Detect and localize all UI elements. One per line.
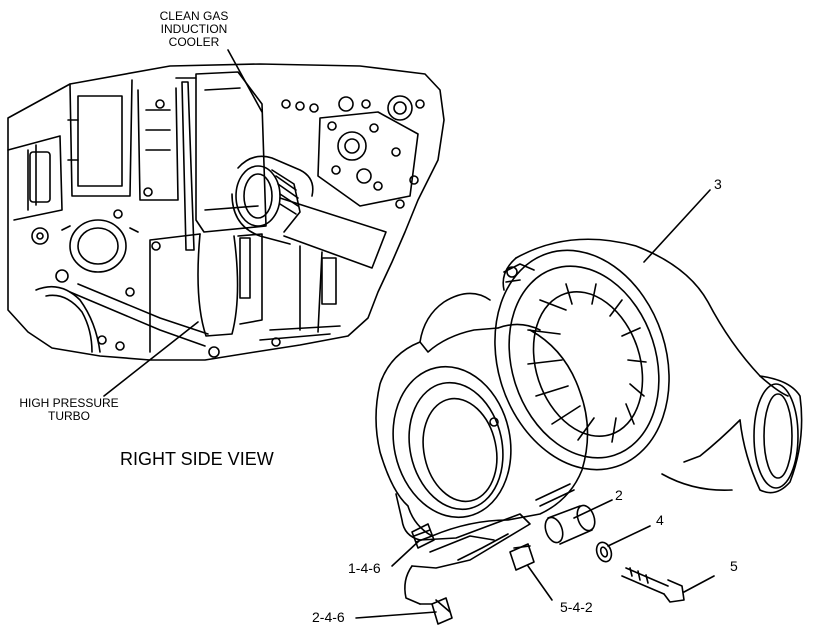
- turbocharger-assembly: [375, 238, 803, 605]
- callout-5: 5: [730, 558, 738, 574]
- part-2-spacer: [544, 504, 596, 545]
- callout-2: 2: [615, 487, 623, 503]
- clean-gas-induction-cooler-label: CLEAN GAS INDUCTION COOLER: [159, 9, 229, 49]
- high-pressure-turbo-label: HIGH PRESSURE TURBO: [19, 396, 119, 423]
- callout-1-4-6: 1-4-6: [348, 560, 381, 576]
- hp-turbo-leader: [103, 321, 199, 397]
- part-5-bolt: [621, 567, 685, 603]
- leader-2-4-6: [355, 611, 437, 619]
- part-4-washer: [595, 541, 613, 563]
- leader-5: [683, 575, 715, 593]
- leader-5-4-2: [527, 565, 553, 601]
- callout-2-4-6: 2-4-6: [312, 609, 345, 625]
- engine-right-side-view: [7, 63, 445, 361]
- leader-2: [573, 499, 613, 519]
- callout-5-4-2: 5-4-2: [560, 599, 593, 615]
- leader-3: [643, 189, 711, 263]
- bolt-2-4-6: [419, 597, 453, 625]
- callout-4: 4: [656, 512, 664, 528]
- clean-gas-leader: [227, 49, 263, 113]
- bolt-5-4-2: [509, 543, 535, 571]
- leader-4: [607, 525, 651, 547]
- view-title: RIGHT SIDE VIEW: [120, 449, 274, 469]
- callout-3: 3: [714, 176, 722, 192]
- leader-1-4-6: [391, 539, 421, 567]
